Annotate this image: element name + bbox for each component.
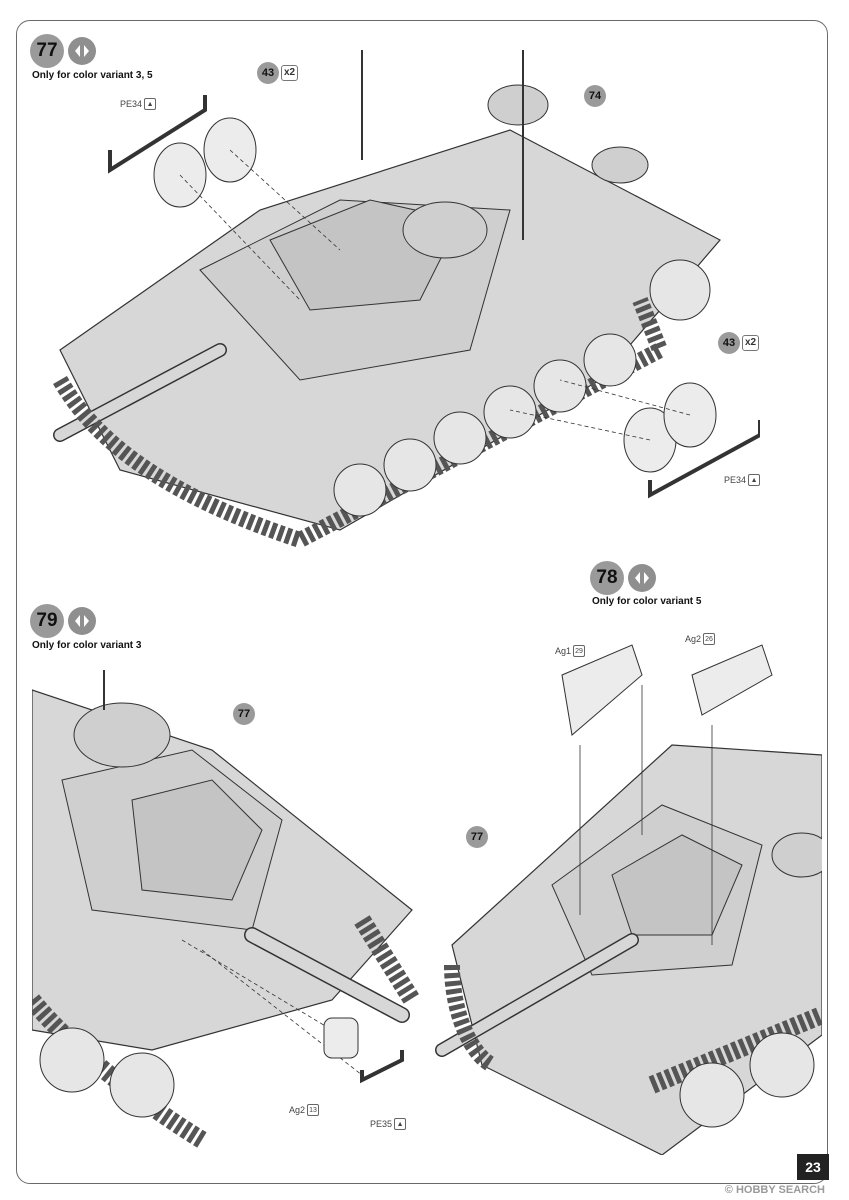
- step-number: 78: [590, 561, 624, 595]
- callout-43: 43: [718, 332, 740, 354]
- callout-77: 77: [466, 826, 488, 848]
- track-part-icon: 29: [573, 645, 586, 657]
- quantity-badge: x2: [742, 335, 760, 351]
- callout-43: 43: [257, 62, 279, 84]
- quantity-badge: x2: [281, 65, 299, 81]
- step-78-header: 78: [590, 561, 656, 595]
- pe-part-icon: ▲: [394, 1118, 407, 1130]
- part-label-pe35: PE35 ▲: [370, 1118, 407, 1130]
- track-part-icon: 13: [307, 1104, 320, 1116]
- callout-77: 77: [233, 703, 255, 725]
- step-78-illustration: [435, 644, 822, 1155]
- step-number: 79: [30, 604, 64, 638]
- callout-74: 74: [584, 85, 606, 107]
- pe-part-icon: ▲: [144, 98, 157, 110]
- watermark: © HOBBY SEARCH: [724, 1184, 825, 1196]
- step-77-illustration: [53, 50, 760, 549]
- step-turn-icon: [68, 37, 96, 65]
- page-number: 23: [797, 1154, 829, 1180]
- step-79-illustration: [32, 670, 420, 1148]
- track-part-icon: 26: [703, 633, 716, 645]
- step-79-header: 79: [30, 604, 96, 638]
- page-frame: [16, 20, 828, 1184]
- step-77-variant: Only for color variant 3, 5: [32, 70, 153, 81]
- step-79-variant: Only for color variant 3: [32, 640, 142, 651]
- part-label-ag2: Ag2 13: [289, 1104, 320, 1116]
- part-label-pe34: PE34 ▲: [120, 98, 157, 110]
- step-77-header: 77: [30, 34, 96, 68]
- part-label-pe34: PE34 ▲: [724, 474, 761, 486]
- step-number: 77: [30, 34, 64, 68]
- step-78-variant: Only for color variant 5: [592, 596, 702, 607]
- part-label-ag2: Ag2 26: [685, 633, 716, 645]
- step-turn-icon: [68, 607, 96, 635]
- pe-part-icon: ▲: [748, 474, 761, 486]
- part-label-ag1: Ag1 29: [555, 645, 586, 657]
- step-turn-icon: [628, 564, 656, 592]
